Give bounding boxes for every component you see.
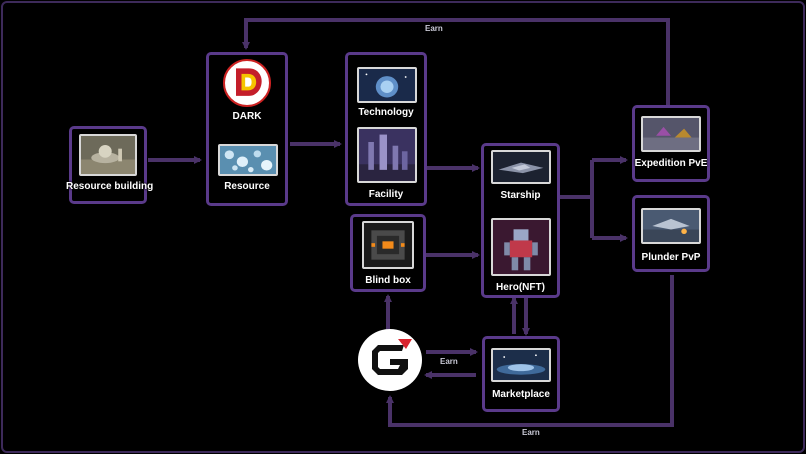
facility-image	[357, 127, 417, 183]
marketplace-label: Marketplace	[492, 389, 550, 400]
expedition-image	[641, 116, 701, 152]
dark-logo-icon	[223, 59, 271, 107]
resource-image	[218, 144, 278, 176]
arrow-bottom-earn-loop	[386, 275, 674, 427]
node-plunder-pvp: Plunder PvP	[632, 195, 710, 272]
arrow-top-earn-loop	[242, 18, 670, 105]
plunder-image	[641, 208, 701, 244]
facility-label: Facility	[368, 189, 404, 200]
node-blind-box: Blind box	[350, 214, 426, 292]
expedition-label: Expedition PvE	[634, 158, 708, 169]
node-dark-resource: DARK Resource	[206, 52, 288, 206]
hero-image	[491, 218, 551, 276]
dark-label: DARK	[232, 111, 262, 122]
node-marketplace: Marketplace	[482, 336, 560, 412]
g-token-icon	[358, 329, 422, 391]
node-expedition-pve: Expedition PvE	[632, 105, 710, 182]
node-resource-building: Resource building	[66, 126, 154, 204]
node-starship-hero: Starship Hero(NFT)	[481, 143, 560, 298]
starship-label: Starship	[500, 190, 541, 201]
plunder-label: Plunder PvP	[641, 252, 701, 263]
technology-image	[357, 67, 417, 103]
bottom-earn-label: Earn	[522, 428, 540, 437]
resource-building-image	[79, 134, 137, 176]
market-earn-label: Earn	[440, 357, 458, 366]
blind-box-image	[362, 221, 414, 269]
node-technology-facility: Technology Facility	[345, 52, 427, 206]
hero-label: Hero(NFT)	[496, 282, 545, 293]
starship-image	[491, 150, 551, 184]
resource-building-label: Resource building	[66, 181, 154, 192]
technology-label: Technology	[358, 107, 414, 118]
resource-label: Resource	[224, 181, 270, 192]
marketplace-image	[491, 348, 551, 382]
blind-box-label: Blind box	[365, 275, 411, 286]
top-earn-label: Earn	[425, 24, 443, 33]
